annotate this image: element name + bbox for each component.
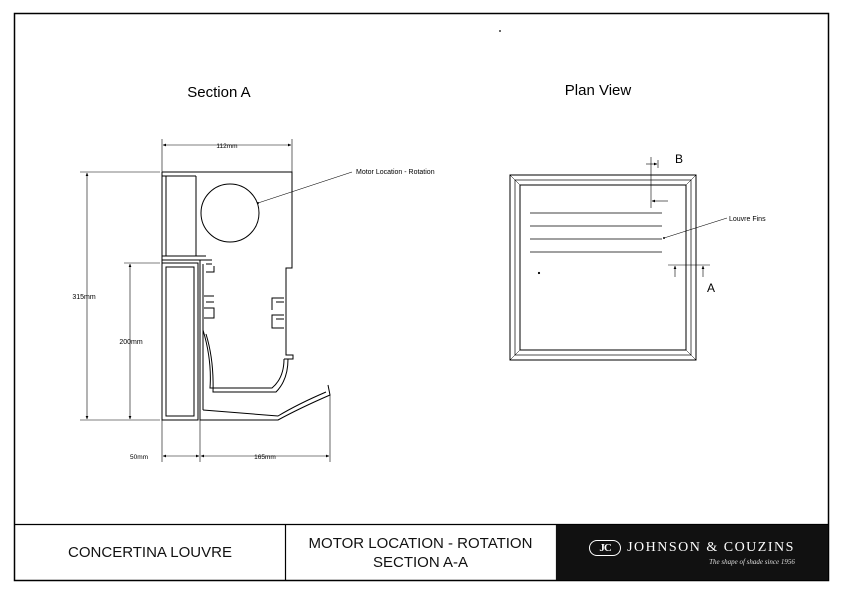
dim-width-label: 112mm — [216, 143, 237, 150]
section-marker-a: A — [707, 281, 715, 295]
company-name: JOHNSON & COUZINS — [627, 539, 795, 555]
sheet-border — [13, 12, 830, 582]
section-a-drawing — [80, 139, 353, 462]
company-logo-block: JC JOHNSON & COUZINS The shape of shade … — [556, 525, 828, 580]
dim-left-base-label: 50mm — [130, 454, 148, 461]
drawing-title-line2: SECTION A-A — [372, 553, 469, 571]
section-marker-b: B — [675, 152, 683, 166]
title-block-product: CONCERTINA LOUVRE — [15, 525, 285, 580]
product-name: CONCERTINA LOUVRE — [68, 544, 232, 561]
dim-right-base-label: 165mm — [254, 454, 276, 461]
dim-lower-height-label: 200mm — [119, 339, 143, 346]
company-tagline: The shape of shade since 1956 — [709, 557, 795, 566]
plan-view-drawing — [509, 157, 728, 361]
fins-callout-label: Louvre Fins — [729, 216, 766, 223]
stray-dot — [499, 30, 501, 32]
title-block-drawing-title: MOTOR LOCATION - ROTATION SECTION A-A — [285, 525, 556, 580]
dim-total-height-label: 315mm — [72, 294, 96, 301]
drawing-title-line1: MOTOR LOCATION - ROTATION — [308, 534, 533, 552]
section-a-title: Section A — [187, 84, 250, 101]
motor-callout-label: Motor Location - Rotation — [356, 169, 435, 176]
logo-mark: JC — [589, 539, 622, 556]
plan-view-title: Plan View — [565, 82, 632, 99]
company-logo: JC JOHNSON & COUZINS — [589, 539, 795, 556]
